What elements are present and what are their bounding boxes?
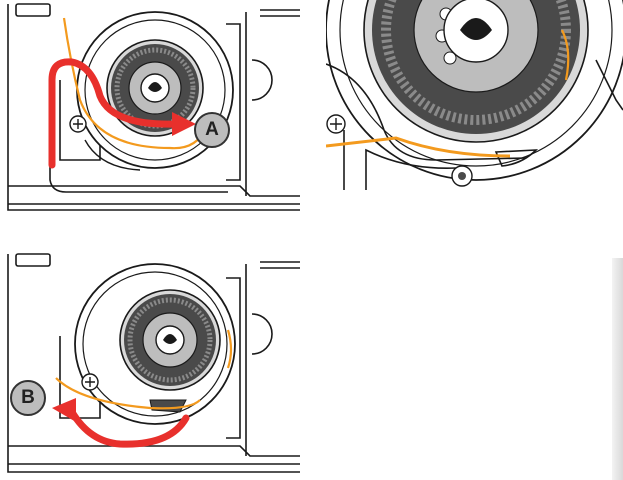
machine-frame xyxy=(7,3,300,211)
thread-line-upper xyxy=(226,329,233,369)
step-a-drawing xyxy=(7,3,300,211)
guide-arrow-head xyxy=(172,112,196,136)
step-b-drawing xyxy=(7,253,300,473)
adjust-screw xyxy=(451,165,473,187)
page-edge-strip xyxy=(612,258,623,480)
screw-icon xyxy=(69,115,87,133)
bobbin-icon xyxy=(119,289,221,391)
callout-b: B xyxy=(10,380,46,416)
callout-a: A xyxy=(194,112,230,148)
guide-arrow-head xyxy=(52,398,76,422)
guide-arrow xyxy=(68,408,190,448)
bobbin-icon xyxy=(106,39,204,137)
thread-line xyxy=(62,17,208,150)
detail-drawing xyxy=(326,0,623,190)
thread-line-upper xyxy=(561,29,570,81)
thread-line xyxy=(326,136,511,158)
detail-illustration xyxy=(326,0,623,192)
step-a-illustration: A xyxy=(0,0,306,220)
step-b-illustration: B xyxy=(0,250,306,480)
screw-icon xyxy=(326,114,346,134)
bobbin-detail xyxy=(363,0,589,143)
screw-icon xyxy=(81,373,99,391)
thread-line xyxy=(55,377,201,410)
guide-arrow xyxy=(48,58,180,169)
tension-spring xyxy=(149,399,187,413)
tension-spring xyxy=(326,59,623,190)
